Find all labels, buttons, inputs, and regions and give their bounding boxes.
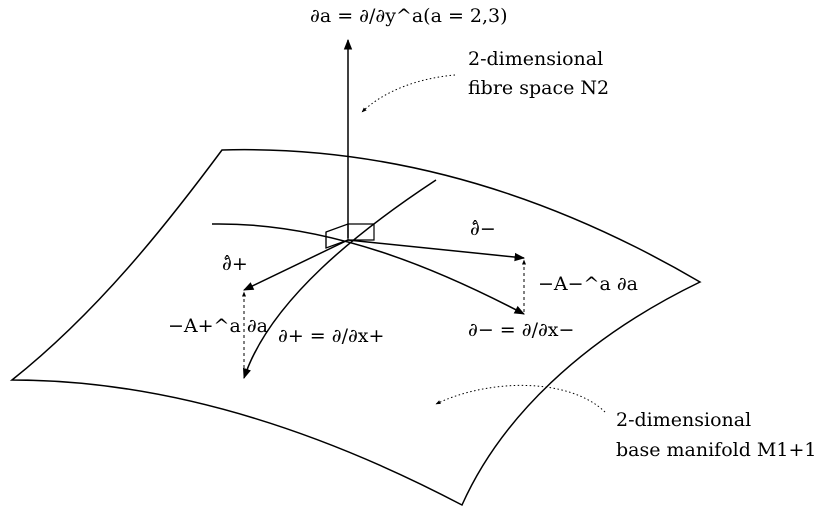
d-plus-coordinate-label: ∂+ = ∂/∂x+ [278, 325, 384, 347]
x-minus-coordinate-curve [211, 223, 525, 315]
fibre-space-label-line1: 2-dimensional [468, 48, 603, 70]
minus-A-minus-label: −A−^a ∂a [538, 273, 638, 295]
minus-A-plus-label: −A+^a ∂a [168, 315, 268, 337]
base-manifold-pointer [435, 385, 606, 413]
d-plus-hat-label: ∂̂+ [222, 253, 248, 275]
d-plus-hat-arrow [243, 239, 349, 291]
d-minus-hat-label: ∂̂− [470, 218, 496, 240]
x-plus-coordinate-curve [243, 179, 437, 379]
base-manifold-label-line1: 2-dimensional [616, 409, 751, 431]
origin-box [325, 223, 375, 249]
base-manifold-outline [9, 148, 702, 507]
fibre-space-pointer [361, 74, 456, 113]
base-manifold-label-line2: base manifold M1+1 [616, 439, 815, 461]
fibre-space-label-line2: fibre space N2 [468, 77, 609, 99]
d-minus-hat-arrow [347, 239, 526, 262]
fibre-direction-label: ∂a = ∂/∂y^a(a = 2,3) [310, 5, 508, 27]
d-minus-coordinate-label: ∂− = ∂/∂x− [468, 319, 574, 341]
